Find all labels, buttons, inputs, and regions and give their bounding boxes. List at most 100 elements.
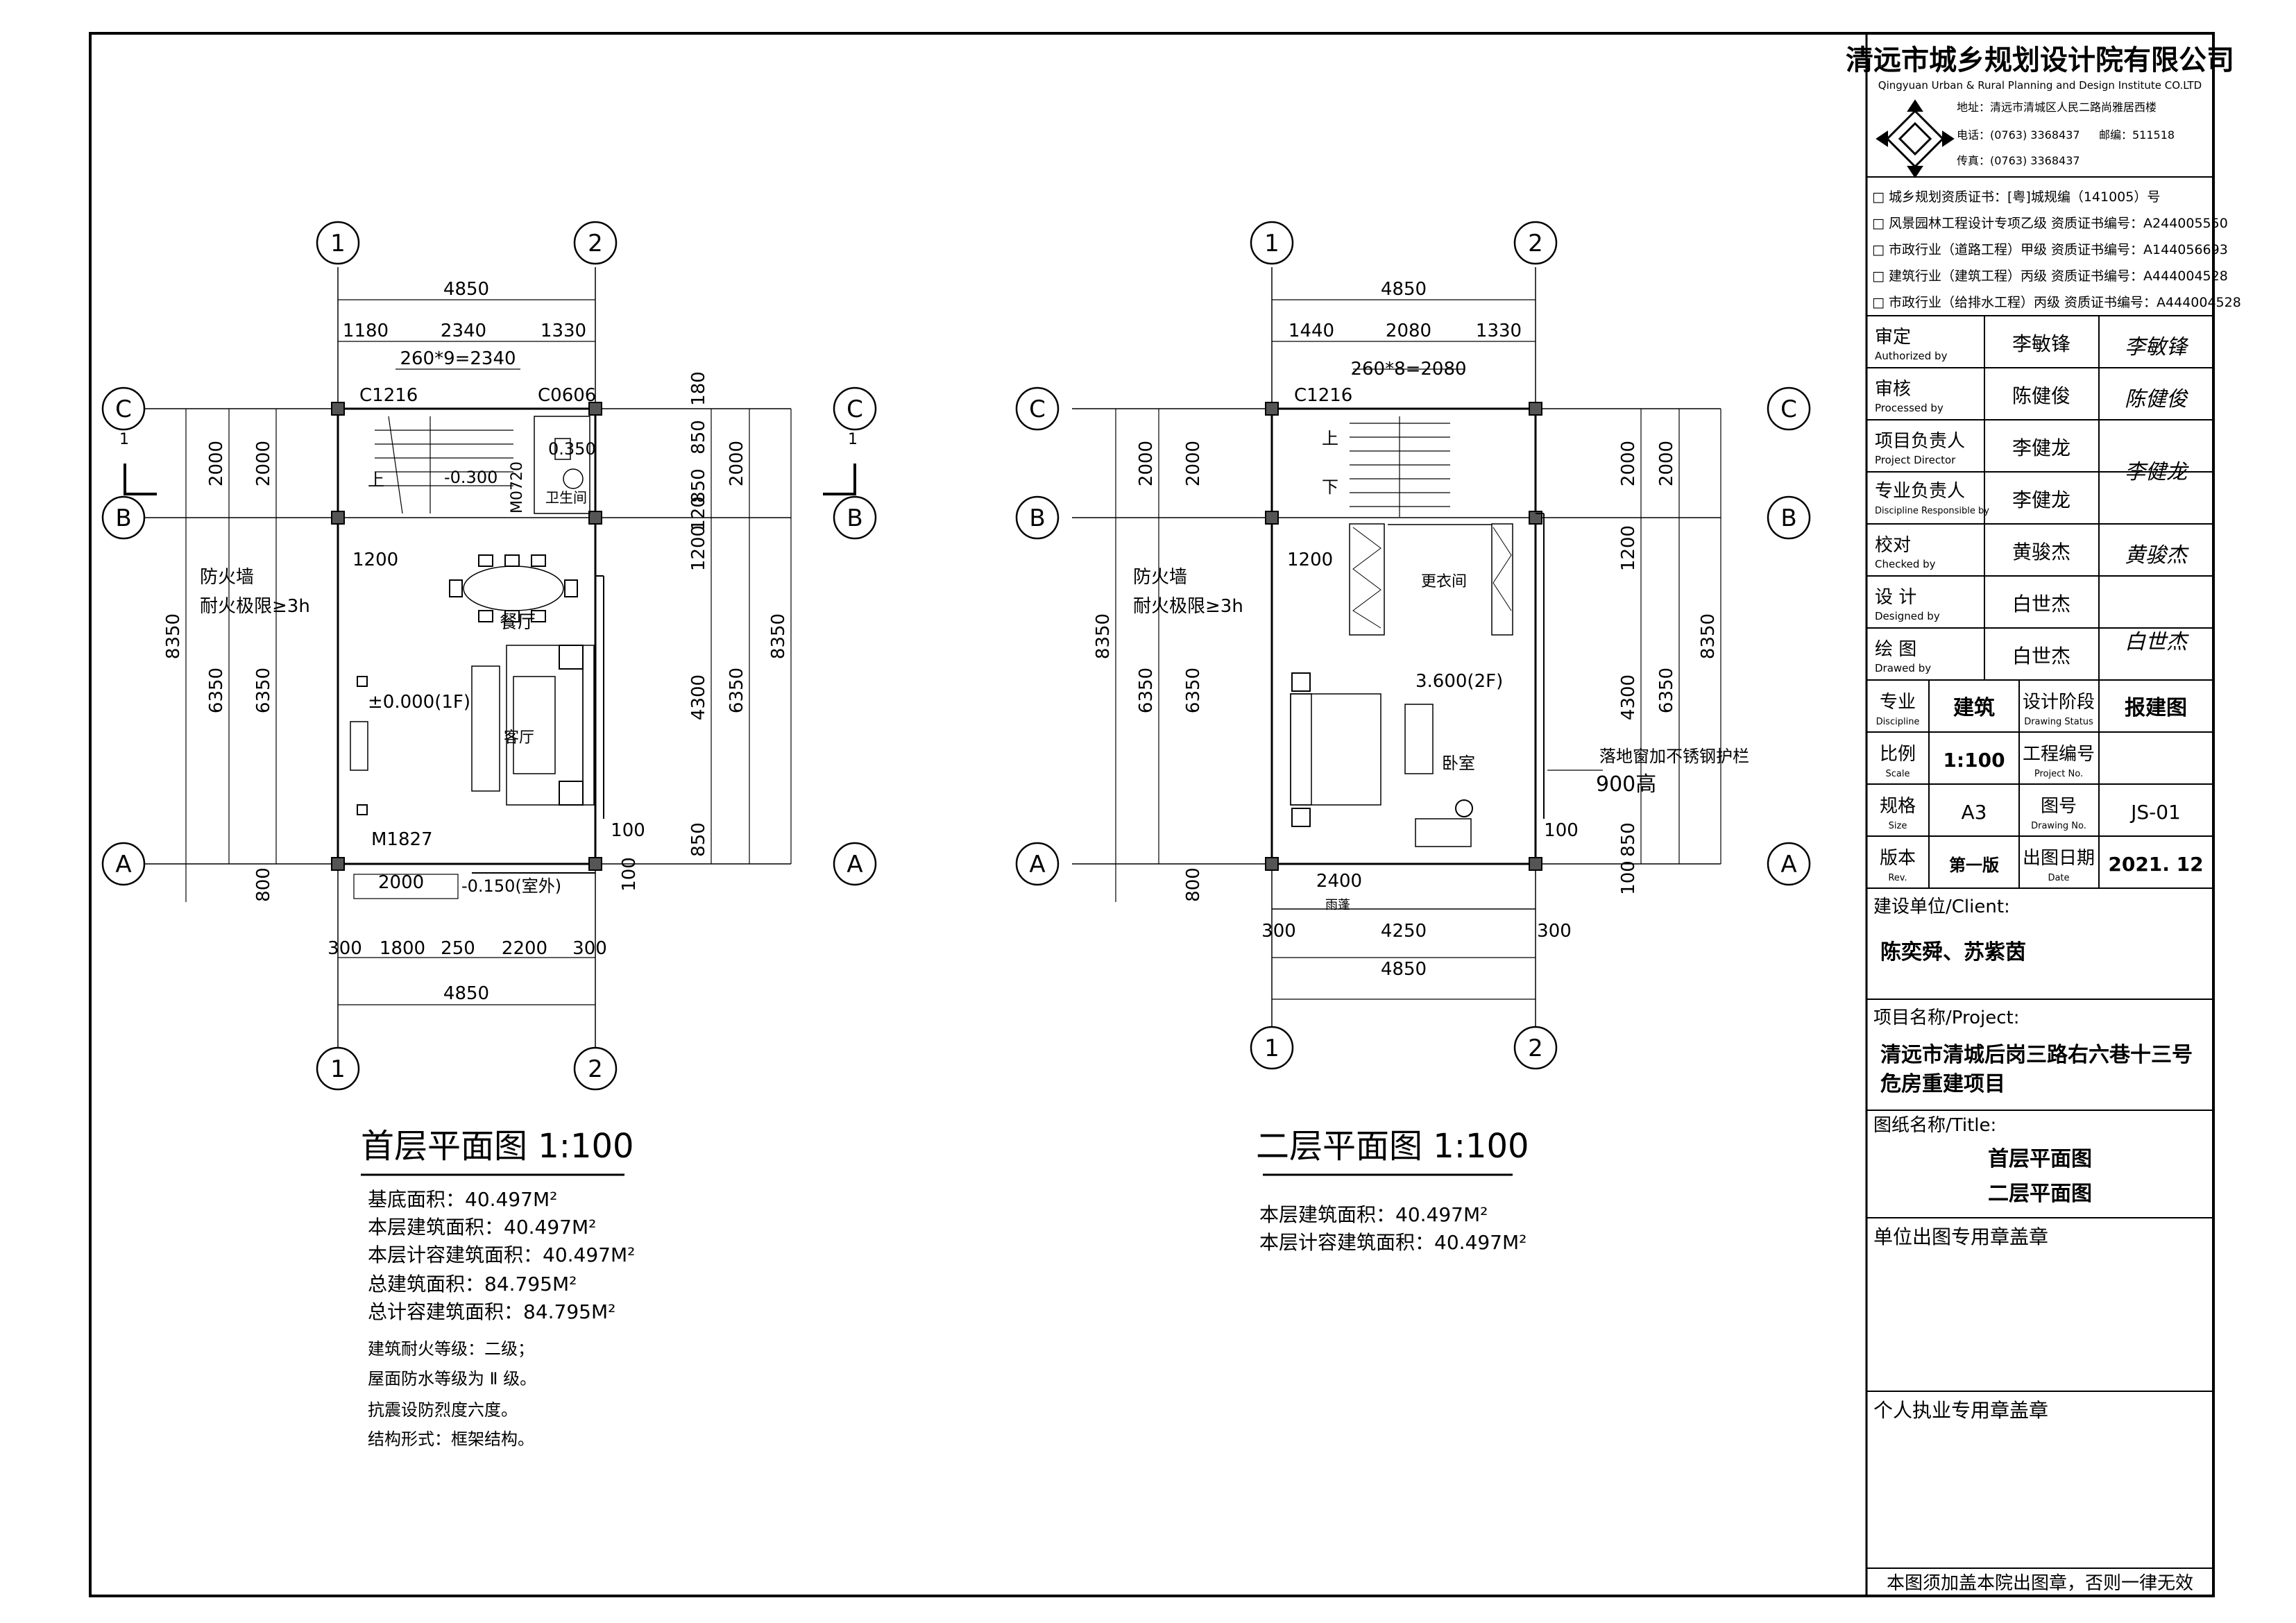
project-label: 项目名称/Project: [1873, 1008, 2019, 1028]
certificate: □ 市政行业（道路工程）甲级 资质证书编号：A144056693 [1872, 242, 2228, 257]
area-note: 本层建筑面积：40.497M² [1259, 1203, 1488, 1226]
dim-label: 6350 [253, 668, 274, 713]
annotation: 耐火极限≥3h [200, 596, 310, 617]
window-tag: C1216 [1294, 385, 1352, 406]
dim-label: 6350 [206, 668, 227, 713]
role-en: Project Director [1875, 454, 1956, 466]
info-label-en: Discipline [1876, 717, 1920, 727]
role-cn: 专业负责人 [1875, 481, 1965, 502]
role-cn: 设 计 [1875, 587, 1916, 608]
role-cn: 校对 [1875, 535, 1911, 556]
axis-label: A [1029, 851, 1045, 878]
area-note: 本层建筑面积：40.497M² [368, 1216, 596, 1239]
annotation: 防火墙 [1133, 567, 1187, 588]
axis-bubble [1767, 495, 1811, 540]
title-block [1865, 33, 2213, 1596]
dim-label: 4850 [1381, 279, 1427, 300]
axis-bubble [101, 495, 146, 540]
role-en: Discipline Responsible by [1875, 506, 1989, 516]
footer-note: 本图须加盖本院出图章，否则一律无效 [1887, 1573, 2193, 1594]
level-label: 0.350 [548, 439, 596, 459]
info-label: 工程编号 [2023, 744, 2095, 765]
dim-label: 850 [688, 468, 709, 503]
info-value: 建筑 [1953, 696, 1995, 720]
info-label: 图号 [2041, 796, 2077, 817]
axis-bubble [1767, 842, 1811, 886]
dim-label: 2400 [1316, 871, 1362, 892]
axis-label: A [1780, 851, 1796, 878]
dim-label: 1440 [1289, 321, 1334, 341]
dim-label: 300 [572, 938, 607, 959]
stamp-label: 单位出图专用章盖章 [1873, 1225, 2048, 1248]
annotation: 落地窗加不锈钢护栏 [1599, 747, 1749, 766]
stair-label: 上 [368, 470, 384, 490]
dim-label: 180 [688, 371, 709, 406]
dim-label: 4850 [443, 279, 489, 300]
room-label: 餐厅 [500, 612, 536, 633]
dim-label: 4250 [1381, 921, 1427, 942]
level-label: 3.600(2F) [1415, 671, 1503, 692]
axis-label: 2 [1528, 230, 1543, 257]
axis-bubble [1513, 1026, 1558, 1070]
axis-label: 1 [1264, 230, 1279, 257]
drawing-title: 首层平面图 [1988, 1147, 2092, 1171]
dim-label: 100 [611, 820, 645, 841]
dim-label: 1800 [380, 938, 425, 959]
info-value: 2021. 12 [2108, 853, 2203, 876]
plan-title: 首层平面图 1:100 [361, 1127, 634, 1166]
section-mark: 1 [119, 431, 129, 448]
axis-label: 1 [330, 230, 346, 257]
axis-bubble [1250, 221, 1294, 265]
client-label: 建设单位/Client: [1873, 897, 2010, 917]
dim-label: 120 [688, 496, 709, 531]
axis-label: B [1780, 504, 1796, 532]
window-tag: C0606 [538, 385, 596, 406]
drawing-title-label: 图纸名称/Title: [1873, 1115, 1996, 1136]
info-value: 报建图 [2125, 696, 2187, 720]
role-person: 黄骏杰 [2012, 541, 2070, 563]
role-person: 陈健俊 [2012, 384, 2070, 407]
stamp-label: 个人执业专用章盖章 [1873, 1399, 2048, 1422]
dim-label: 2080 [1386, 321, 1431, 341]
axis-label: 2 [588, 230, 603, 257]
dim-label: 100 [619, 857, 640, 892]
dim-label: 2000 [1618, 441, 1639, 486]
plan-title: 二层平面图 1:100 [1256, 1127, 1529, 1166]
area-note: 本层计容建筑面积：40.497M² [1259, 1231, 1527, 1254]
axis-bubble [1015, 495, 1060, 540]
dim-label: 800 [253, 867, 274, 902]
stair-label: 下 [1322, 477, 1338, 497]
company-postcode: 邮编：511518 [2099, 128, 2175, 142]
dim-label: 850 [688, 822, 709, 857]
dim-label: 2340 [441, 321, 486, 341]
dim-label: 6350 [1656, 668, 1677, 713]
project-name: 危房重建项目 [1880, 1072, 2005, 1096]
axis-bubble [316, 221, 360, 265]
axis-bubble [573, 221, 618, 265]
dim-label: 8350 [163, 613, 184, 659]
axis-bubble [573, 1046, 618, 1091]
role-cn: 绘 图 [1875, 639, 1916, 660]
dim-label: 1200 [1287, 550, 1333, 570]
section-mark: 1 [848, 431, 858, 448]
dim-label: 300 [328, 938, 362, 959]
role-en: Drawed by [1875, 662, 1931, 674]
axis-label: B [847, 504, 862, 532]
dim-label: 250 [441, 938, 475, 959]
area-note: 总建筑面积：84.795M² [368, 1273, 577, 1295]
axis-bubble [1015, 842, 1060, 886]
role-person: 白世杰 [2012, 645, 2070, 668]
info-label: 设计阶段 [2023, 692, 2095, 713]
level-label: -0.300 [444, 468, 498, 487]
dim-label: 260*9=2340 [400, 348, 516, 369]
company-phone: 电话：(0763) 3368437 [1957, 128, 2080, 142]
info-label-en: Date [2048, 873, 2069, 883]
axis-bubble [316, 1046, 360, 1091]
level-label: -0.150(室外) [461, 876, 561, 896]
signature: 李敏锋 [2125, 335, 2189, 359]
role-en: Authorized by [1875, 350, 1948, 362]
dim-label: 2000 [378, 872, 424, 893]
level-label: ±0.000(1F) [368, 692, 470, 713]
axis-bubble [833, 842, 877, 886]
dim-label: 2000 [206, 441, 227, 486]
